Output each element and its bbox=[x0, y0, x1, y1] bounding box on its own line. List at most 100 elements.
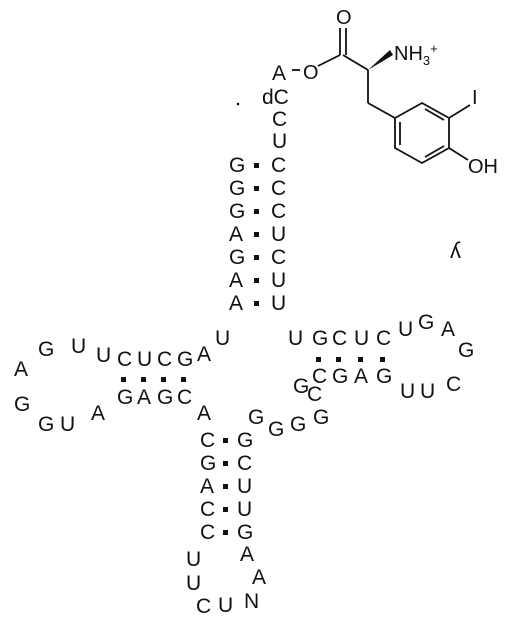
t-stem-top-2: C bbox=[332, 327, 347, 350]
d-loop-3: G bbox=[38, 338, 54, 361]
ac-left-5: C bbox=[200, 521, 215, 544]
ac-left-2: G bbox=[200, 452, 216, 475]
acc-left-1: G bbox=[229, 154, 245, 177]
iodine-label: I bbox=[472, 87, 478, 109]
bond-alpha bbox=[342, 54, 369, 71]
base-pair-mark bbox=[358, 357, 363, 362]
acc-right-6: U bbox=[271, 269, 286, 292]
base-pair-mark bbox=[254, 278, 259, 283]
d-stem-top-5: A bbox=[197, 343, 211, 366]
acc-right-2: C bbox=[271, 177, 286, 200]
ester-oxygen: O bbox=[303, 62, 319, 84]
acc-right-1: C bbox=[271, 154, 286, 177]
stray-mark: ʎ bbox=[450, 238, 461, 263]
tail-nt-u: U bbox=[272, 130, 287, 153]
base-pair-mark bbox=[254, 163, 259, 168]
ring-double-1 bbox=[424, 108, 445, 121]
ac-right-1: G bbox=[237, 429, 253, 452]
base-pair-mark bbox=[161, 377, 166, 382]
base-pair-mark bbox=[223, 461, 228, 466]
t-loop-2: G bbox=[418, 311, 434, 334]
base-pair-mark bbox=[223, 507, 228, 512]
ac-right-4: U bbox=[237, 498, 252, 521]
base-pair-mark bbox=[181, 377, 186, 382]
acc-right-5: C bbox=[271, 246, 286, 269]
ac-right-3: U bbox=[237, 475, 252, 498]
stray-dot bbox=[236, 102, 240, 106]
ac-loop-6: A bbox=[252, 566, 266, 589]
d-loop-7: U bbox=[60, 413, 75, 436]
base-pair-mark bbox=[336, 357, 341, 362]
tail-nt-a: A bbox=[272, 62, 286, 85]
ac-right-2: C bbox=[237, 452, 252, 475]
d-loop-6: G bbox=[38, 413, 54, 436]
base-pair-mark bbox=[121, 377, 126, 382]
acc-right-7: U bbox=[271, 292, 286, 315]
base-pair-mark bbox=[254, 186, 259, 191]
ring-double-2 bbox=[424, 145, 445, 158]
base-pair-mark bbox=[254, 209, 259, 214]
base-pair-mark bbox=[223, 530, 228, 535]
hydroxyl-label: OH bbox=[468, 156, 498, 178]
t-loop-6: U bbox=[420, 380, 435, 403]
t-arm: U G C U C C G A G G U G A G C U U bbox=[288, 311, 474, 403]
bond-hydroxyl bbox=[448, 147, 469, 161]
base-pair-mark bbox=[223, 438, 228, 443]
t-stem-top-1: G bbox=[312, 327, 328, 350]
t-stem-bottom-3: A bbox=[354, 365, 368, 388]
d-stem-bottom-2: A bbox=[137, 386, 151, 409]
base-pair-mark bbox=[254, 232, 259, 237]
d-stem-top-4: G bbox=[177, 348, 193, 371]
acc-right-4: U bbox=[271, 223, 286, 246]
benzene-ring bbox=[394, 101, 450, 165]
ac-loop-1: U bbox=[186, 548, 201, 571]
acc-left-5: G bbox=[229, 246, 245, 269]
anticodon-arm: C G A C C G C U U G U U C U N A A bbox=[186, 429, 266, 618]
ac-left-4: C bbox=[200, 498, 215, 521]
base-pair-mark bbox=[223, 484, 228, 489]
d-loop-1: U bbox=[96, 344, 111, 367]
ac-loop-2: U bbox=[186, 572, 201, 595]
d-stem-bottom-1: G bbox=[117, 386, 133, 409]
d-arm: C U C G A G A G C A U U G A G G U A bbox=[14, 335, 211, 436]
acc-left-7: A bbox=[229, 292, 243, 315]
base-pair-mark bbox=[316, 357, 321, 362]
amine-group: NH3+ bbox=[394, 41, 438, 68]
t-loop-5: C bbox=[446, 373, 461, 396]
d-loop-2: U bbox=[71, 335, 86, 358]
tail-nt-c: C bbox=[272, 108, 287, 131]
d-loop-4: A bbox=[14, 358, 28, 381]
bond-iodo bbox=[448, 104, 471, 119]
d-stem-bottom-4: C bbox=[177, 386, 192, 409]
var-loop-3: G bbox=[290, 413, 306, 436]
t-extra-g: G bbox=[293, 375, 309, 398]
acc-left-3: G bbox=[229, 200, 245, 223]
d-stem-top-3: C bbox=[157, 348, 172, 371]
acc-left-6: A bbox=[229, 269, 243, 292]
d-loop-5: G bbox=[14, 393, 30, 416]
d-stem-top-1: C bbox=[117, 348, 132, 371]
t-stem-lead: U bbox=[288, 327, 303, 350]
t-loop-1: U bbox=[398, 318, 413, 341]
ac-loop-3: C bbox=[196, 595, 211, 618]
ac-loop-4: U bbox=[218, 594, 233, 617]
wedge-bond bbox=[368, 50, 393, 70]
var-loop-2: G bbox=[268, 418, 284, 441]
acc-right-3: C bbox=[271, 200, 286, 223]
acc-left-2: G bbox=[229, 177, 245, 200]
d-stem-top-2: U bbox=[137, 348, 152, 371]
d-loop-8: A bbox=[91, 402, 105, 425]
base-pair-mark bbox=[380, 357, 385, 362]
t-stem-top-4: C bbox=[376, 327, 391, 350]
base-pair-mark bbox=[254, 255, 259, 260]
t-stem-bottom-1: C bbox=[312, 365, 327, 388]
acc-left-4: A bbox=[229, 223, 243, 246]
t-loop-3: A bbox=[441, 318, 455, 341]
base-pair-mark bbox=[141, 377, 146, 382]
d-stem-bottom-3: G bbox=[157, 386, 173, 409]
variable-loop: G G G G C bbox=[248, 383, 329, 441]
t-stem-top-3: U bbox=[354, 327, 369, 350]
bond-o-carbonyl bbox=[317, 54, 341, 67]
